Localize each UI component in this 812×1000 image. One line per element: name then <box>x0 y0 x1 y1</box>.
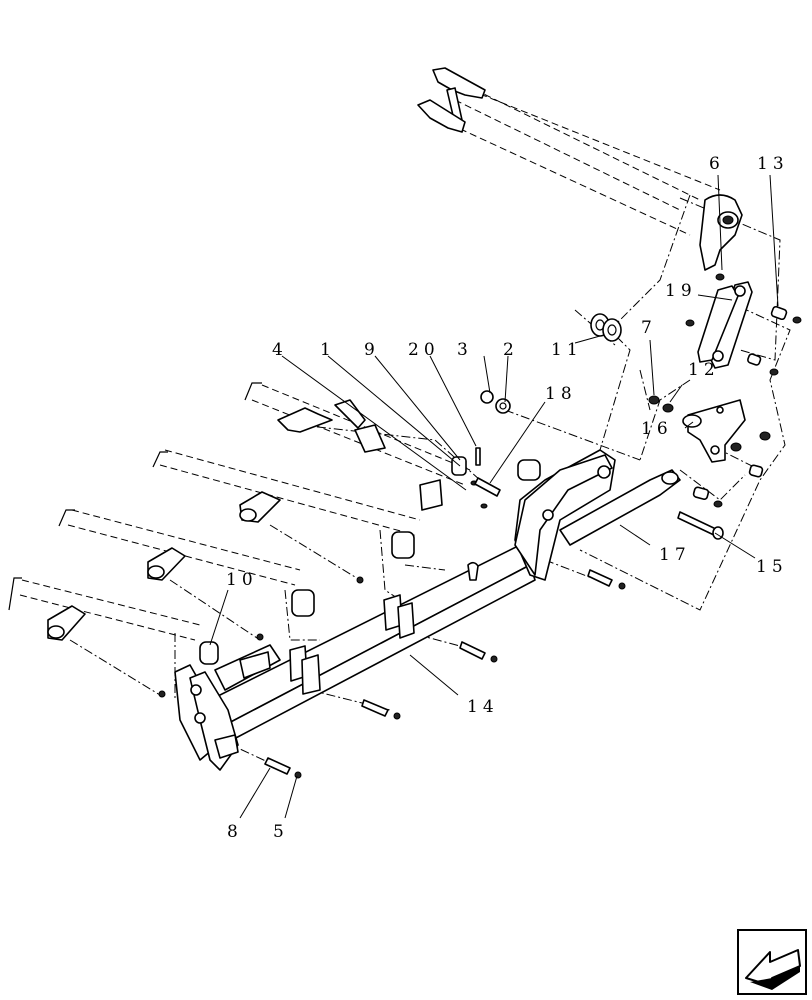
upper-pivot-bracket <box>699 194 743 271</box>
callout-14: 14 <box>467 697 499 717</box>
callout-labels: 6 13 19 7 12 11 4 1 9 20 3 2 18 16 17 15… <box>226 154 789 842</box>
callout-11: 11 <box>551 340 583 360</box>
callout-15: 15 <box>756 557 788 577</box>
callout-5: 5 <box>273 822 289 842</box>
callout-13: 13 <box>757 154 789 174</box>
previous-page-arrow-icon[interactable] <box>737 929 807 995</box>
mount-brackets <box>47 399 386 641</box>
pivot-plate <box>682 399 746 463</box>
callout-10: 10 <box>226 570 258 590</box>
washers <box>590 313 622 342</box>
callout-3: 3 <box>457 340 473 360</box>
callout-12: 12 <box>688 360 720 380</box>
main-beam <box>174 544 536 771</box>
callout-16: 16 <box>641 419 673 439</box>
callout-1: 1 <box>320 340 336 360</box>
callout-18: 18 <box>545 384 577 404</box>
callout-20: 20 <box>408 340 440 360</box>
leader-lines <box>209 174 779 819</box>
rear-arms <box>514 449 681 581</box>
callout-8: 8 <box>227 822 243 842</box>
link-plate <box>697 281 753 369</box>
callout-9: 9 <box>364 340 380 360</box>
callout-6: 6 <box>709 154 725 174</box>
hitch-clevis <box>417 67 486 133</box>
callout-17: 17 <box>659 545 691 565</box>
callout-2: 2 <box>503 340 519 360</box>
callout-4: 4 <box>272 340 288 360</box>
callout-19: 19 <box>665 281 697 301</box>
callout-7: 7 <box>641 318 657 338</box>
